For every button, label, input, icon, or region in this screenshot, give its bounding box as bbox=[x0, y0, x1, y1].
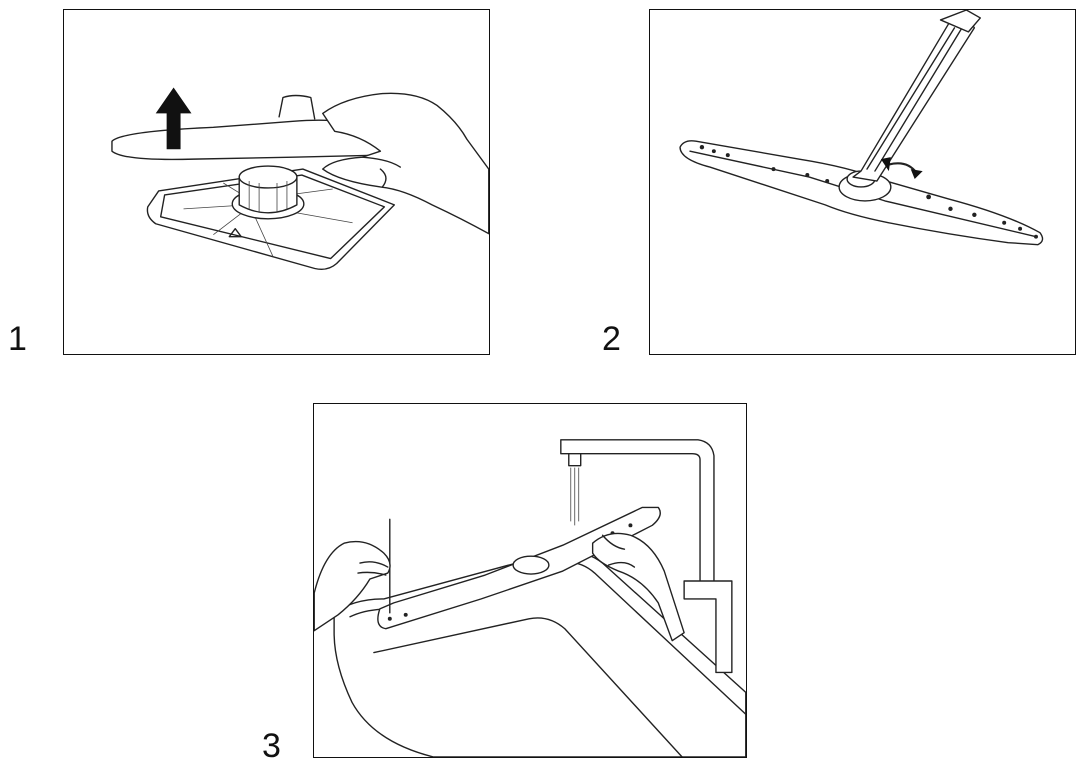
step-3-illustration bbox=[313, 403, 747, 758]
filter-removal-drawing bbox=[111, 87, 489, 271]
water-stream bbox=[570, 467, 580, 526]
feed-pipe bbox=[852, 15, 976, 182]
left-hand bbox=[314, 540, 391, 632]
right-hand bbox=[591, 532, 685, 642]
spray-holes bbox=[699, 145, 1038, 239]
spray-arm-rinse-drawing bbox=[314, 439, 746, 757]
spray-arm-unscrew-drawing bbox=[679, 10, 1044, 246]
lift-arrow-icon bbox=[155, 87, 192, 150]
step-number-2: 2 bbox=[602, 320, 621, 358]
step-1-illustration bbox=[63, 9, 490, 355]
hand bbox=[322, 92, 489, 235]
step-number-3: 3 bbox=[262, 727, 281, 765]
step-number-1: 1 bbox=[8, 320, 27, 358]
step-2-illustration bbox=[649, 9, 1076, 355]
